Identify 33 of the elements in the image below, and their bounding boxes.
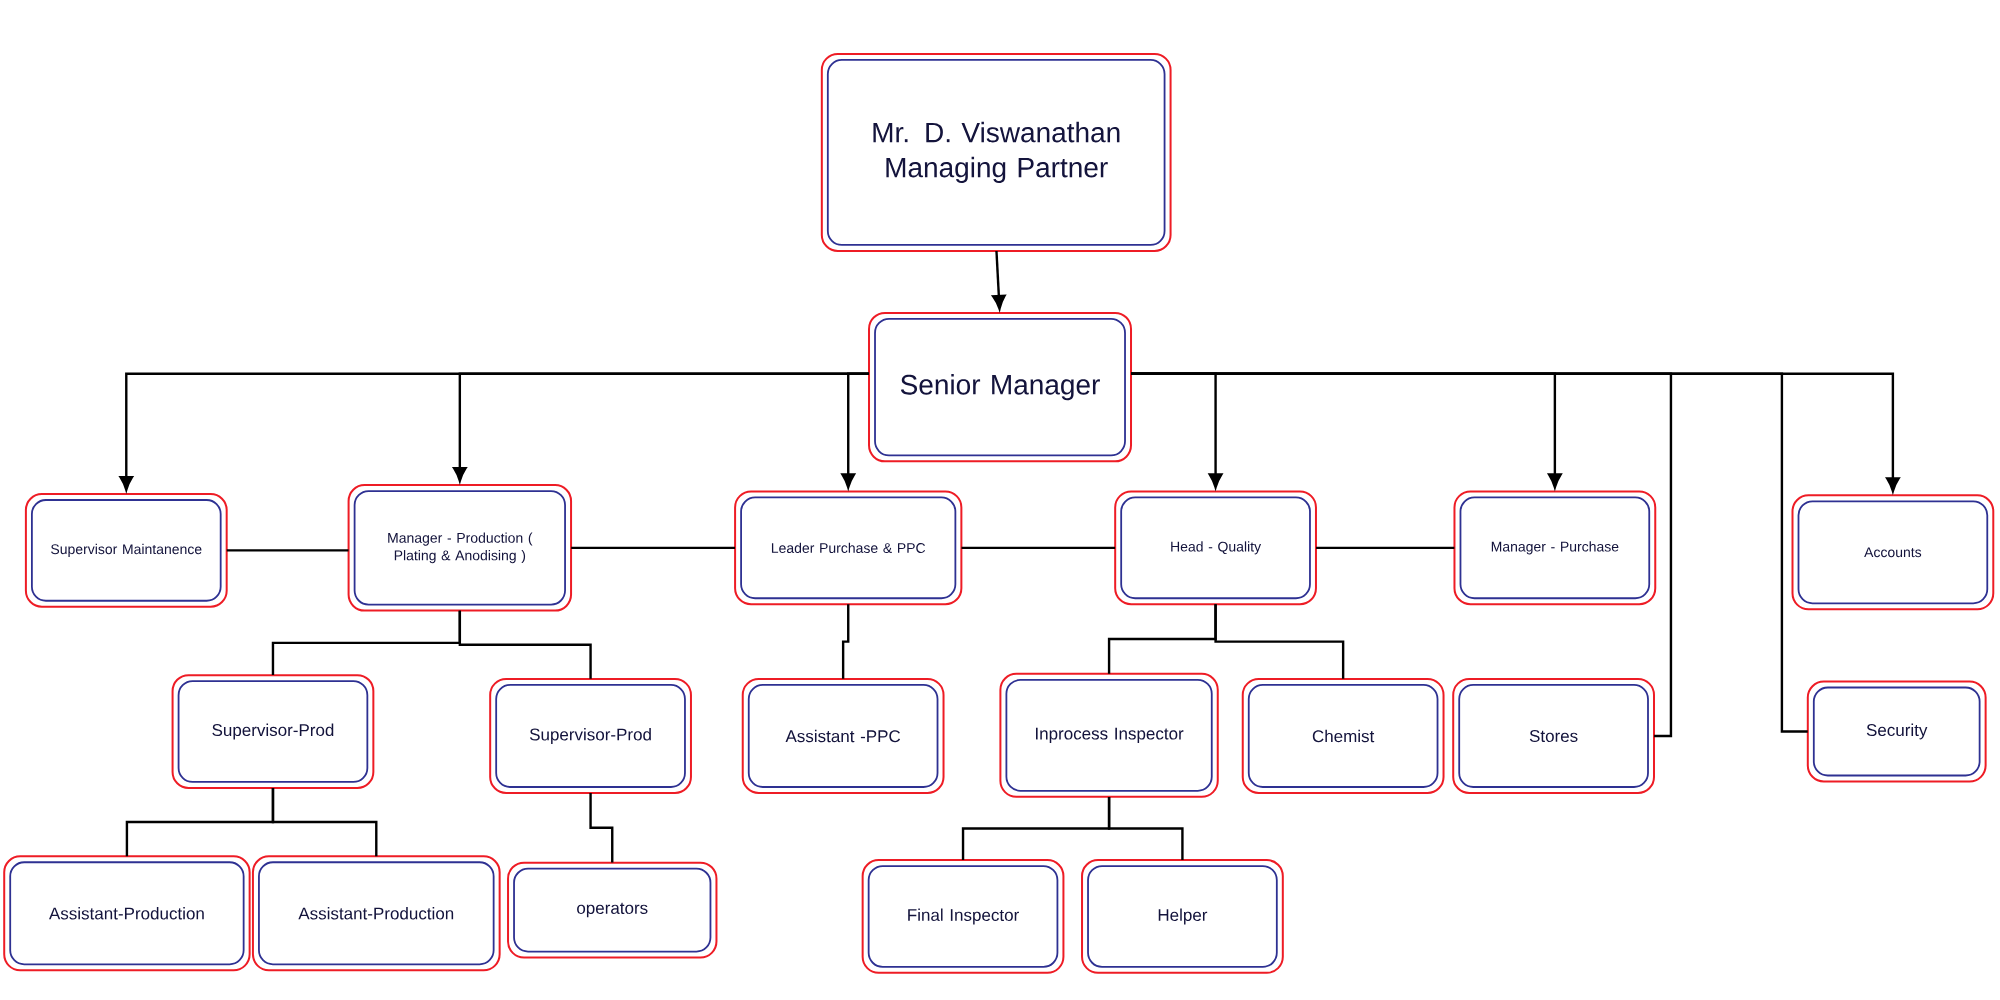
org-box: Mr. D. Viswanathan Managing Partner: [820, 52, 1172, 252]
connector: [271, 788, 378, 857]
org-box: Final Inspector: [861, 859, 1065, 974]
org-box: Assistant -PPC: [741, 677, 945, 794]
connector: [571, 546, 735, 550]
connector: [589, 793, 614, 863]
connector: [841, 604, 850, 679]
org-box: Security: [1806, 680, 1987, 783]
org-box: Supervisor-Prod: [171, 674, 375, 789]
org-box: Manager - Purchase: [1453, 490, 1657, 606]
org-box: Leader Purchase & PPC: [734, 490, 963, 606]
connector: [841, 372, 869, 489]
org-box: Supervisor Maintanence: [24, 493, 228, 608]
org-box: Inprocess Inspector: [999, 672, 1219, 798]
org-box: Chemist: [1241, 677, 1445, 794]
connector: [1107, 796, 1184, 860]
org-box: Stores: [1452, 677, 1655, 794]
org-box: operators: [507, 861, 718, 959]
org-box: Senior Manager: [868, 311, 1132, 463]
connector: [1131, 372, 1808, 733]
connector: [991, 250, 1006, 310]
org-box: Accounts: [1791, 494, 1995, 611]
connector: [458, 610, 592, 679]
org-box: Supervisor-Prod: [489, 677, 692, 794]
connector: [1214, 604, 1345, 679]
org-box: Head - Quality: [1114, 490, 1317, 606]
org-box: Assistant-Production: [251, 855, 501, 972]
org-box: Manager - Production ( Plating & Anodising ): [347, 484, 573, 612]
connector: [1316, 546, 1455, 550]
connector: [226, 549, 349, 552]
org-box: Helper: [1081, 859, 1284, 974]
org-box: Assistant-Production: [3, 855, 251, 972]
connector: [961, 546, 1116, 550]
